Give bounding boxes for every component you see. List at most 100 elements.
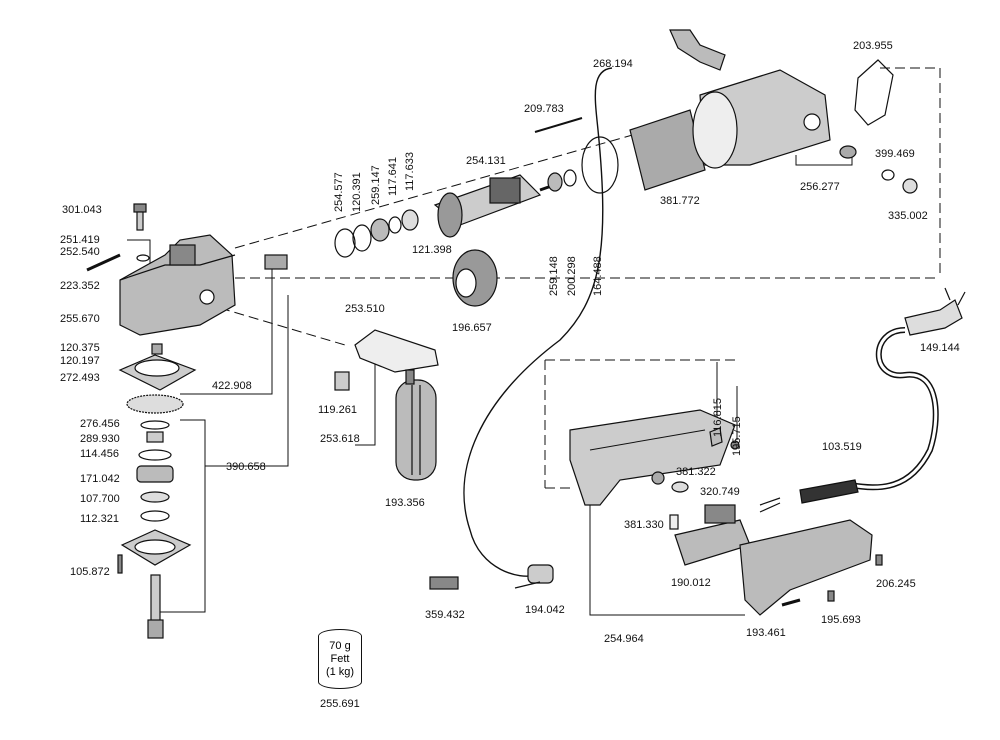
label-255670: 255.670 [60, 313, 100, 325]
screw-195693 [827, 590, 835, 602]
label-193461: 193.461 [746, 627, 786, 639]
label-105872: 105.872 [70, 566, 110, 578]
label-120375: 120.375 [60, 342, 100, 354]
ring-112321 [140, 510, 170, 522]
brush-cap-399469 [839, 145, 895, 181]
label-381330: 381.330 [624, 519, 664, 531]
label-194042: 194.042 [525, 604, 565, 616]
screw-301043 [133, 203, 147, 231]
ring-117641 [388, 216, 402, 234]
grease-weight: 70 g [329, 640, 351, 652]
pin-209783 [534, 117, 583, 133]
ring-117633 [401, 209, 419, 231]
handle-shell [739, 519, 873, 616]
strain-relief-103519 [759, 479, 859, 513]
label-203955: 203.955 [853, 40, 893, 52]
screw-105872 [117, 554, 123, 574]
suppressor-194042 [514, 564, 554, 589]
label-253618: 253.618 [320, 433, 360, 445]
flange-spindle [120, 529, 192, 639]
label-149144: 149.144 [920, 342, 960, 354]
motor-housing [692, 69, 831, 169]
armature-254131 [433, 174, 561, 238]
connector-359432 [429, 576, 459, 590]
label-251419: 251.419 [60, 234, 100, 246]
label-359432: 359.432 [425, 609, 465, 621]
fan-196657 [452, 249, 498, 307]
bearing-259147 [370, 218, 390, 242]
stator-381772 [629, 109, 706, 191]
screw-119261 [334, 371, 350, 391]
label-121398: 121.398 [412, 244, 452, 256]
bracket-253510 [354, 329, 439, 373]
label-209783: 209.783 [524, 103, 564, 115]
cap-335002 [902, 178, 918, 194]
ring-276456 [140, 420, 170, 430]
label-390658: 390.658 [226, 461, 266, 473]
label-320749: 320.749 [700, 486, 740, 498]
label-301043: 301.043 [62, 204, 102, 216]
label-196657: 196.657 [452, 322, 492, 334]
label-195693: 195.693 [821, 614, 861, 626]
brush-holder [669, 29, 726, 71]
rear-housing-254964 [569, 409, 736, 506]
label-117633: 117.633 [404, 152, 416, 191]
bush-289930 [146, 431, 164, 443]
screw-223352 [86, 253, 121, 272]
ring-114456 [138, 449, 172, 461]
label-254131: 254.131 [466, 155, 506, 167]
label-190012: 190.012 [671, 577, 711, 589]
label-200298: 200.298 [566, 256, 578, 296]
ring-164488 [581, 136, 619, 194]
screw-195715 [730, 440, 740, 450]
label-268194: 268.194 [593, 58, 633, 70]
label-289930: 289.930 [80, 433, 120, 445]
clip-116815 [709, 427, 723, 447]
ring-254577 [334, 228, 356, 258]
switch-lever-320749 [671, 481, 689, 493]
screw-193461 [781, 598, 801, 607]
pinion [264, 254, 288, 270]
label-254964: 254.964 [604, 633, 644, 645]
gear-cover-272493 [118, 343, 197, 391]
label-381322: 381.322 [676, 466, 716, 478]
gear-422908 [126, 394, 184, 414]
label-252540: 252.540 [60, 246, 100, 258]
switch-190012 [674, 504, 751, 566]
grease-name: Fett [330, 653, 350, 665]
spring-381330 [669, 514, 679, 530]
washer-107700 [140, 491, 170, 503]
ring-200298 [563, 169, 577, 187]
grease-amount: (1 kg) [325, 666, 355, 678]
assembly-lines [219, 67, 941, 489]
plug [904, 287, 966, 336]
ring-252540 [136, 254, 150, 262]
label-119261: 119.261 [318, 404, 357, 416]
gasket-203955 [854, 59, 894, 126]
label-117641: 117.641 [387, 157, 399, 196]
label-399469: 399.469 [875, 148, 915, 160]
label-103519: 103.519 [822, 441, 862, 453]
label-114456: 114.456 [80, 448, 119, 460]
label-120197: 120.197 [60, 355, 100, 367]
nut-381322 [651, 471, 665, 485]
cable-268194 [463, 67, 613, 577]
label-120391: 120.391 [351, 172, 363, 212]
label-381772: 381.772 [660, 195, 700, 207]
label-107700: 107.700 [80, 493, 120, 505]
label-254577: 254.577 [333, 172, 345, 212]
label-193356: 193.356 [385, 497, 425, 509]
label-253510: 253.510 [345, 303, 385, 315]
label-276456: 276.456 [80, 418, 120, 430]
label-206245: 206.245 [876, 578, 916, 590]
label-223352: 223.352 [60, 280, 100, 292]
ring-120391 [352, 224, 372, 252]
side-handle-193356 [395, 369, 437, 481]
label-195715: 195.715 [731, 416, 743, 456]
label-259147: 259.147 [370, 165, 382, 205]
label-256277: 256.277 [800, 181, 840, 193]
bearing-259148 [547, 172, 563, 192]
screw-206245 [875, 554, 883, 566]
label-335002: 335.002 [888, 210, 928, 222]
